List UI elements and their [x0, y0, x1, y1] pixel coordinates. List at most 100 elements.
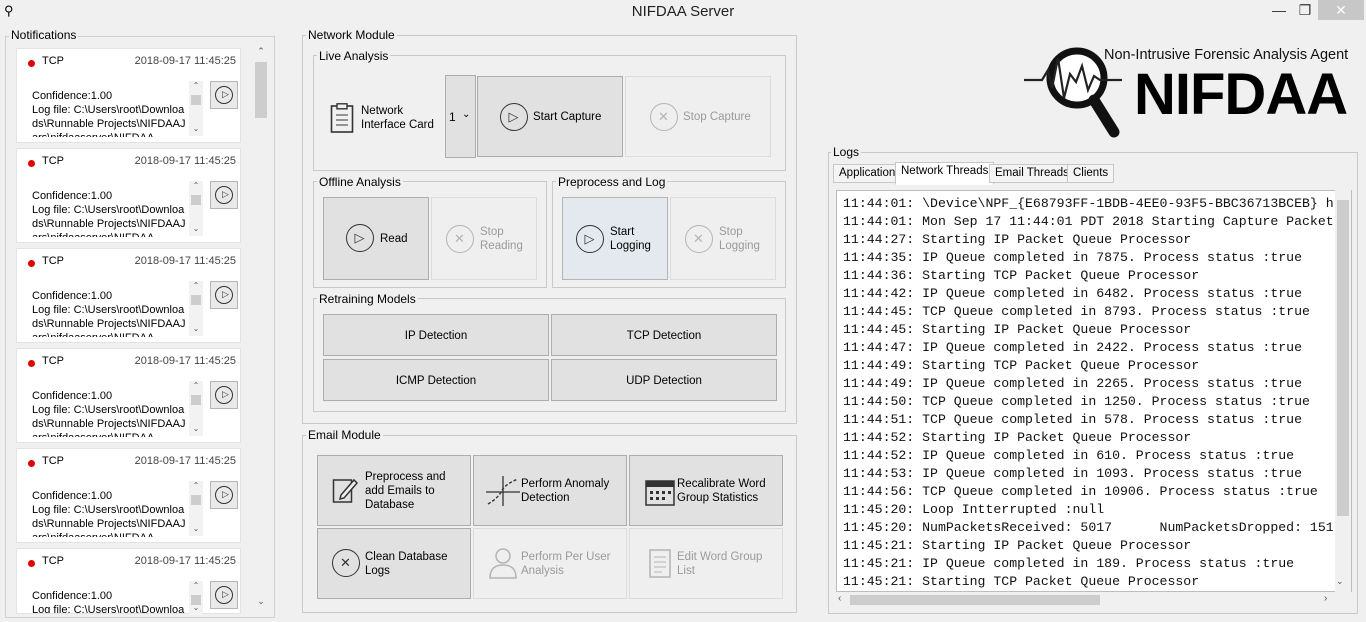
- email-module-panel: [302, 435, 797, 613]
- scrollbar-thumb[interactable]: [191, 595, 201, 605]
- notification-log: Log file: C:\Users\root\Downloads\Runnab…: [32, 404, 186, 437]
- window-title: NIFDAA Server: [631, 3, 735, 20]
- notification-confidence: Confidence:1.00: [32, 390, 113, 402]
- scrollbar-thumb[interactable]: [191, 95, 201, 105]
- logo-name: NIFDAA: [1134, 62, 1348, 127]
- log-hscroll-thumb[interactable]: [850, 595, 1100, 605]
- scrollbar-thumb[interactable]: [191, 495, 201, 505]
- tab-email-threads[interactable]: Email Threads: [989, 164, 1075, 183]
- tab-clients[interactable]: Clients: [1067, 164, 1115, 183]
- log-line: 11:44:56: TCP Queue completed in 10906. …: [843, 484, 1318, 499]
- tab-network-threads[interactable]: Network Threads: [895, 162, 995, 185]
- ip-detection-button[interactable]: IP Detection: [323, 314, 549, 356]
- scroll-down-arrow-icon[interactable]: ⌄: [192, 524, 200, 533]
- scroll-left-arrow-icon[interactable]: ‹: [838, 593, 842, 604]
- log-horizontal-scrollbar[interactable]: ‹ ›: [836, 592, 1336, 608]
- notification-scrollbar[interactable]: ⌃⌄: [189, 181, 203, 236]
- start-capture-button[interactable]: ▷ Start Capture: [477, 76, 623, 157]
- scrollbar-thumb[interactable]: [255, 62, 267, 118]
- play-icon: ▷: [215, 586, 233, 604]
- scrollbar-thumb[interactable]: [191, 395, 201, 405]
- edit-icon: [332, 476, 359, 504]
- maximize-button[interactable]: ❐: [1298, 2, 1312, 18]
- log-line: 11:44:35: IP Queue completed in 7875. Pr…: [843, 250, 1302, 265]
- alert-dot-icon: [28, 560, 35, 567]
- tcp-detection-button[interactable]: TCP Detection: [551, 314, 777, 356]
- open-notification-button[interactable]: ▷: [210, 81, 238, 109]
- notification-scrollbar[interactable]: ⌃⌄: [189, 281, 203, 336]
- nic-select[interactable]: 1 ⌄: [445, 75, 476, 158]
- scroll-right-arrow-icon[interactable]: ›: [1324, 593, 1328, 604]
- log-vscroll-thumb[interactable]: [1337, 200, 1349, 516]
- notification-scrollbar[interactable]: ⌃⌄: [189, 481, 203, 536]
- nic-label-line1: Network: [361, 105, 404, 117]
- udp-detection-button[interactable]: UDP Detection: [551, 359, 777, 401]
- scroll-down-arrow-icon[interactable]: ⌄: [192, 224, 200, 233]
- scrollbar-thumb[interactable]: [191, 295, 201, 305]
- play-icon: ▷: [576, 225, 604, 253]
- play-icon: ▷: [215, 286, 233, 304]
- stop-capture-button[interactable]: ✕ Stop Capture: [625, 76, 771, 157]
- notification-protocol: TCP: [42, 355, 64, 367]
- scroll-down-arrow-icon[interactable]: ⌄: [192, 324, 200, 333]
- scroll-down-arrow-icon[interactable]: ⌄: [1336, 576, 1344, 586]
- per-user-line1: Perform Per User: [521, 551, 611, 563]
- scroll-up-arrow-icon[interactable]: ⌃: [192, 181, 200, 190]
- scroll-down-arrow-icon[interactable]: ⌄: [192, 603, 200, 612]
- tab-application[interactable]: Application: [833, 164, 902, 183]
- open-notification-button[interactable]: ▷: [210, 181, 238, 209]
- log-line: 11:44:01: Mon Sep 17 11:44:01 PDT 2018 S…: [843, 214, 1334, 229]
- scroll-up-arrow-icon[interactable]: ⌃: [192, 81, 200, 90]
- scroll-down-arrow-icon[interactable]: ⌄: [257, 596, 265, 606]
- stop-icon: ✕: [446, 225, 474, 253]
- close-button[interactable]: ✕: [1318, 0, 1364, 20]
- edit-word-line2: List: [677, 565, 695, 577]
- log-line: 11:44:36: Starting TCP Packet Queue Proc…: [843, 268, 1200, 283]
- notification-log: Log file: C:\Users\root\Downloads\Runnab…: [32, 104, 186, 137]
- icmp-detection-label: ICMP Detection: [395, 375, 477, 387]
- notification-scrollbar[interactable]: ⌃⌄: [189, 381, 203, 436]
- notifications-scrollbar[interactable]: [253, 46, 269, 612]
- notifications-label: Notifications: [9, 28, 79, 42]
- scroll-up-arrow-icon[interactable]: ⌃: [192, 481, 200, 490]
- notification-scrollbar[interactable]: ⌃⌄: [189, 581, 203, 615]
- icmp-detection-button[interactable]: ICMP Detection: [323, 359, 549, 401]
- log-line: 11:45:21: Starting TCP Packet Queue Proc…: [843, 574, 1200, 589]
- tcp-detection-label: TCP Detection: [626, 330, 702, 342]
- scroll-down-arrow-icon[interactable]: ⌄: [192, 124, 200, 133]
- open-notification-button[interactable]: ▷: [210, 481, 238, 509]
- notification-timestamp: 2018-09-17 11:45:25: [134, 155, 236, 167]
- scroll-down-arrow-icon[interactable]: ⌄: [192, 424, 200, 433]
- open-notification-button[interactable]: ▷: [210, 381, 238, 409]
- scroll-up-arrow-icon[interactable]: ⌃: [192, 381, 200, 390]
- scroll-up-arrow-icon[interactable]: ⌃: [192, 281, 200, 290]
- minimize-button[interactable]: —: [1272, 2, 1286, 18]
- log-vertical-scrollbar[interactable]: ⌄: [1335, 190, 1351, 592]
- network-module-panel: [302, 35, 797, 424]
- open-notification-button[interactable]: ▷: [210, 581, 238, 609]
- scrollbar-thumb[interactable]: [191, 195, 201, 205]
- open-notification-button[interactable]: ▷: [210, 281, 238, 309]
- notification-timestamp: 2018-09-17 11:45:25: [134, 355, 236, 367]
- scroll-up-arrow-icon[interactable]: ⌃: [192, 581, 200, 590]
- play-icon: ▷: [500, 103, 528, 131]
- start-logging-line2: Logging: [610, 240, 651, 252]
- notification-scrollbar[interactable]: ⌃⌄: [189, 81, 203, 136]
- retraining-label: Retraining Models: [317, 292, 418, 306]
- scroll-up-arrow-icon[interactable]: ⌃: [257, 46, 265, 56]
- read-button[interactable]: ▷ Read: [323, 197, 429, 280]
